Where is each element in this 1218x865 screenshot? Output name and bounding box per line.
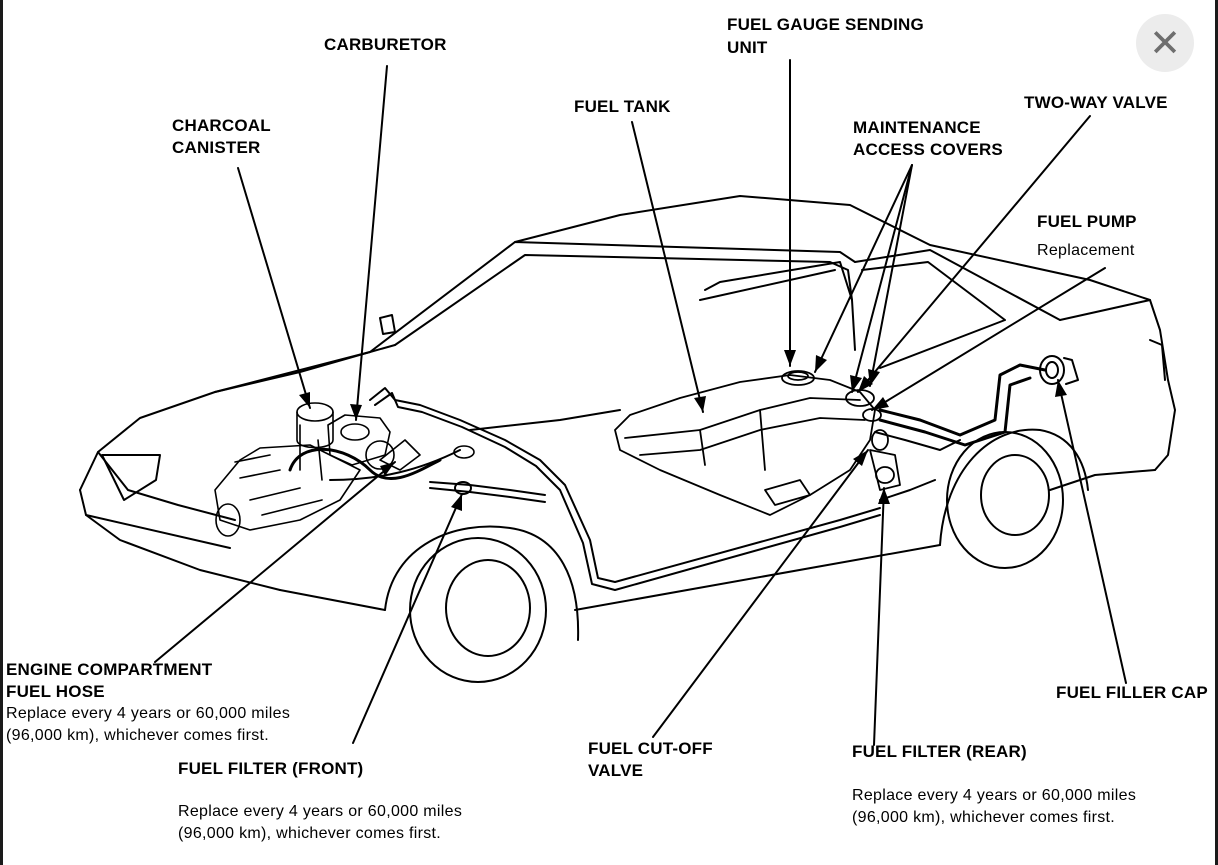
label-fuel-filter-front: FUEL FILTER (FRONT) xyxy=(178,759,364,778)
note-fuel-filter-rear-line2: (96,000 km), whichever comes first. xyxy=(852,809,1116,826)
label-fuel-filter-rear: FUEL FILTER (REAR) xyxy=(852,742,1027,761)
label-two-way-valve: TWO-WAY VALVE xyxy=(1024,93,1168,112)
label-fuel-gauge-line1: FUEL GAUGE SENDING xyxy=(727,15,924,34)
label-maintenance-line2: ACCESS COVERS xyxy=(853,140,1003,159)
label-fuel-tank: FUEL TANK xyxy=(574,97,671,116)
note-engine-hose-line1: Replace every 4 years or 60,000 miles xyxy=(6,705,291,722)
label-fuel-gauge-line2: UNIT xyxy=(727,38,768,57)
label-charcoal-canister-line1: CHARCOAL xyxy=(172,116,271,135)
label-carburetor: CARBURETOR xyxy=(324,35,447,54)
fuel-lines xyxy=(369,355,1079,591)
engine-components xyxy=(214,402,475,537)
label-fuel-pump: FUEL PUMP xyxy=(1037,212,1137,231)
label-charcoal-canister-line2: CANISTER xyxy=(172,138,261,157)
note-fuel-pump: Replacement xyxy=(1037,242,1135,259)
close-button[interactable]: ✕ xyxy=(1136,14,1194,72)
arrowheads xyxy=(299,350,1067,511)
note-fuel-filter-front-line1: Replace every 4 years or 60,000 miles xyxy=(178,803,463,820)
close-icon: ✕ xyxy=(1149,21,1181,65)
fuel-tank xyxy=(614,370,901,516)
label-engine-hose-line2: FUEL HOSE xyxy=(6,682,105,701)
frame-edge-left xyxy=(0,0,3,865)
note-fuel-filter-rear-line1: Replace every 4 years or 60,000 miles xyxy=(852,787,1137,804)
note-engine-hose-line2: (96,000 km), whichever comes first. xyxy=(6,727,270,744)
car-body xyxy=(79,195,1176,683)
frame-edge-right xyxy=(1215,0,1218,865)
label-maintenance-line1: MAINTENANCE xyxy=(853,118,981,137)
label-fuel-filler-cap: FUEL FILLER CAP xyxy=(1056,683,1208,702)
label-fuel-cutoff-line2: VALVE xyxy=(588,761,644,780)
note-fuel-filter-front-line2: (96,000 km), whichever comes first. xyxy=(178,825,442,842)
label-engine-hose-line1: ENGINE COMPARTMENT xyxy=(6,660,213,679)
leader-lines xyxy=(154,59,1127,746)
label-fuel-cutoff-line1: FUEL CUT-OFF xyxy=(588,739,713,758)
